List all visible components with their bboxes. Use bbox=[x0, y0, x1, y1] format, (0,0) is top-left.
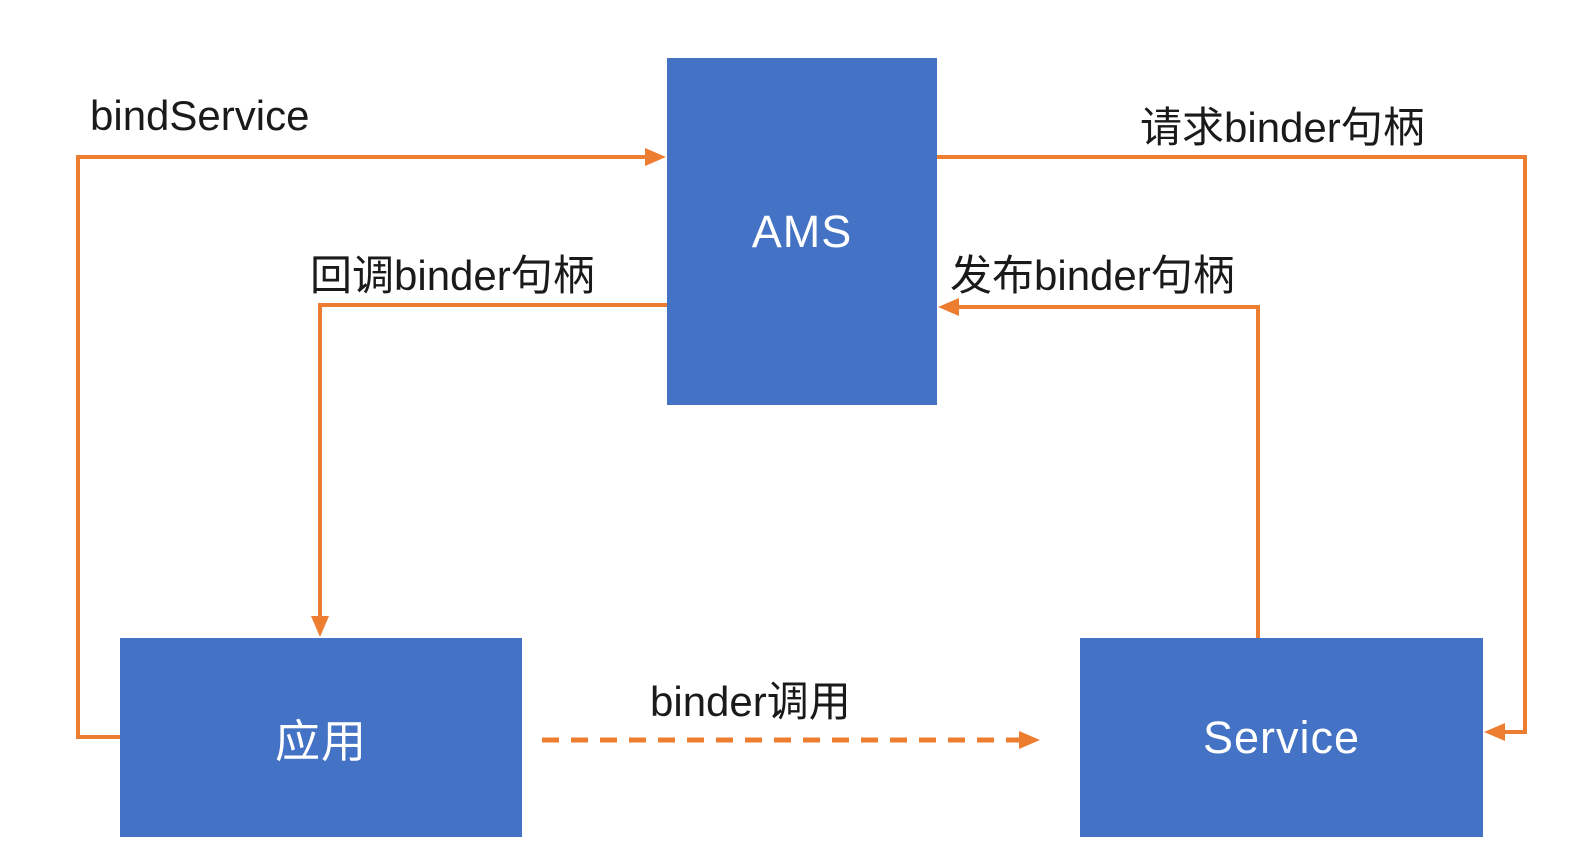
arrow-request-binder bbox=[937, 155, 1527, 741]
arrow-publish-binder bbox=[938, 298, 1260, 638]
node-app: 应用 bbox=[120, 638, 522, 837]
node-app-label: 应用 bbox=[274, 716, 367, 767]
edge-label-request-binder: 请求binder句柄 bbox=[1140, 104, 1425, 151]
edge-label-publish-binder: 发布binder句柄 bbox=[950, 252, 1235, 299]
edge-label-binder-call: binder调用 bbox=[650, 678, 851, 725]
node-service-label: Service bbox=[1202, 711, 1361, 763]
node-ams-label: AMS bbox=[751, 205, 853, 257]
node-ams: AMS bbox=[667, 58, 937, 405]
node-service: Service bbox=[1080, 638, 1483, 837]
arrow-callback-binder bbox=[311, 303, 667, 637]
edge-label-callback-binder: 回调binder句柄 bbox=[310, 252, 595, 299]
edge-label-bind-service: bindService bbox=[90, 92, 310, 139]
arrow-bind-service bbox=[76, 148, 666, 739]
